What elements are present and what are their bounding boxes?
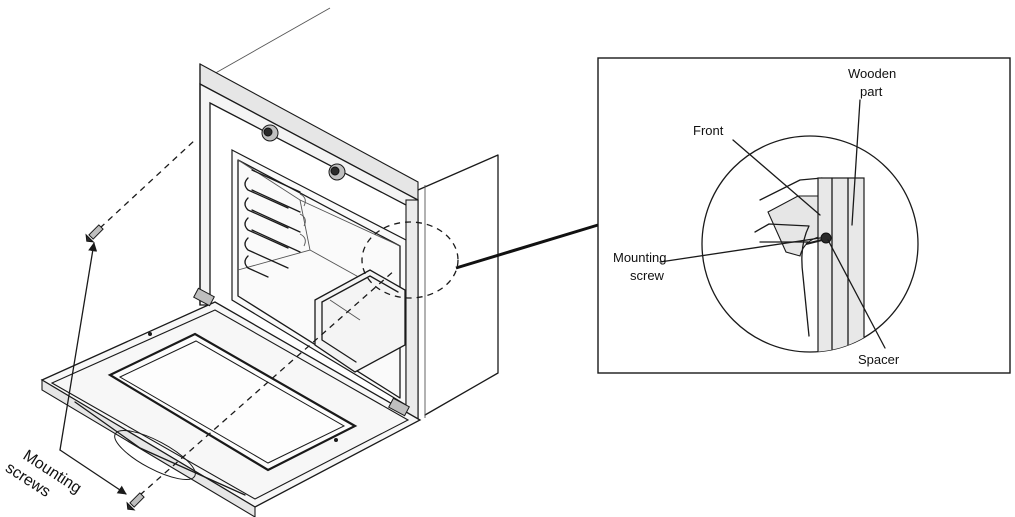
detail-panel: Wooden part Front Mounting screw Spacer [597,57,1011,374]
knob-icon [261,124,279,142]
oven-body [199,63,419,421]
front-label: Front [693,123,724,138]
detail-callout [361,221,599,299]
shelf-rails [244,169,306,278]
mounting-screws-label: Mounting screws [2,443,88,517]
cabinet-outline [211,7,499,418]
oven-door [40,287,422,517]
screw-icon [85,224,104,243]
screw-icon [805,232,832,245]
mounting-screw-label: Mounting screw [613,250,670,283]
screw-icon [126,492,145,511]
spacer-label: Spacer [858,352,900,367]
door-glass [107,332,358,472]
baking-tray [314,269,406,373]
knob-icon [328,163,346,181]
wooden-part-label: Wooden part [848,66,900,99]
